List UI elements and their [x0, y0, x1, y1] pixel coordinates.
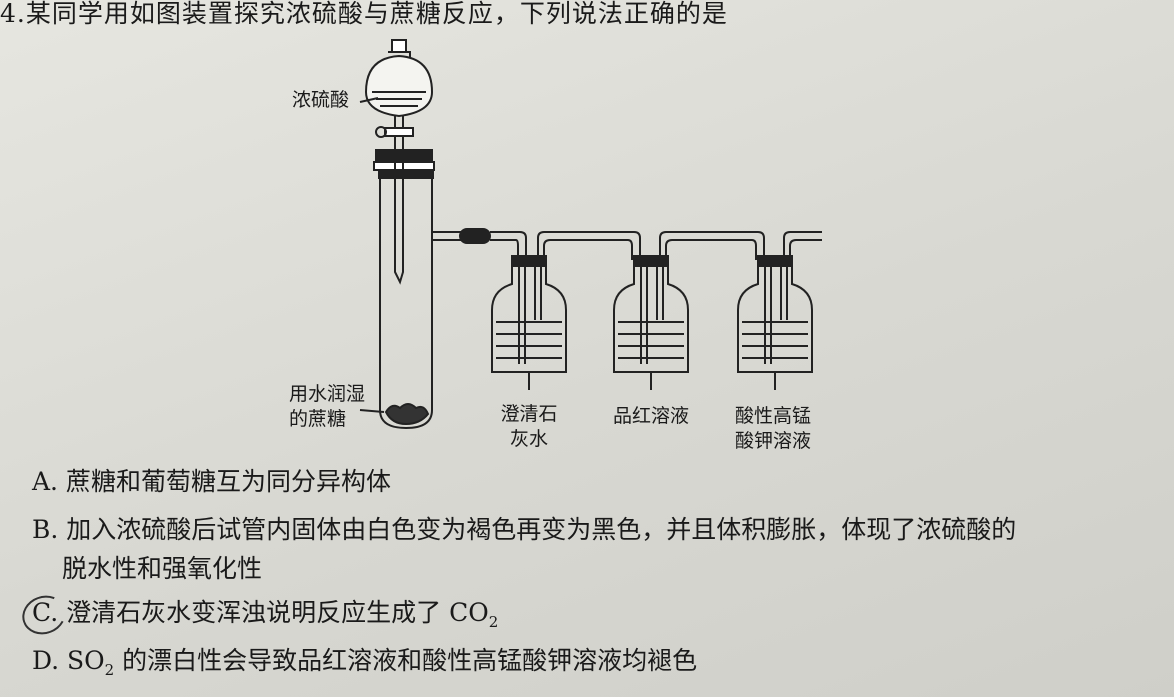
bottle-magenta — [613, 255, 689, 390]
label-permanganate-line1: 酸性高锰 — [734, 405, 811, 427]
option-d: D. SO2 的漂白性会导致品红溶液和酸性高锰酸钾溶液均褪色 — [32, 645, 697, 686]
option-c-subscript: 2 — [488, 613, 499, 631]
option-d-prefix: D. SO — [32, 646, 105, 675]
option-a: A. 蔗糖和葡萄糖互为同分异构体 — [32, 467, 391, 496]
label-wet-sugar-line1: 用水润湿 — [289, 383, 366, 405]
label-magenta-solution: 品红溶液 — [612, 405, 689, 427]
label-permanganate-line2: 酸钾溶液 — [734, 430, 811, 452]
option-d-text: 的漂白性会导致品红溶液和酸性高锰酸钾溶液均褪色 — [114, 646, 698, 675]
bottle-permanganate — [737, 231, 822, 390]
question-number: 4. — [0, 0, 26, 28]
label-limewater-line2: 灰水 — [509, 428, 548, 450]
option-d-subscript: 2 — [104, 661, 115, 679]
label-wet-sugar-line2: 的蔗糖 — [289, 408, 347, 430]
bottle-limewater — [491, 255, 567, 390]
label-concentrated-acid: 浓硫酸 — [292, 89, 350, 111]
option-c-text: C. 澄清石灰水变浑浊说明反应生成了 CO — [32, 598, 489, 627]
rubber-connector — [459, 228, 491, 244]
question-text: 某同学用如图装置探究浓硫酸与蔗糖反应，下列说法正确的是 — [25, 0, 728, 28]
option-b-line2: 脱水性和强氧化性 — [62, 554, 263, 583]
option-b-line1: B. 加入浓硫酸后试管内固体由白色变为褐色再变为黑色，并且体积膨胀，体现了浓硫酸… — [32, 515, 1017, 544]
option-c: C. 澄清石灰水变浑浊说明反应生成了 CO2 — [32, 597, 498, 638]
label-limewater-line1: 澄清石 — [500, 403, 558, 425]
rubber-stopper — [375, 149, 433, 163]
question-stem: 4.某同学用如图装置探究浓硫酸与蔗糖反应，下列说法正确的是 — [0, 0, 728, 30]
test-tube — [359, 162, 462, 430]
separatory-funnel — [359, 39, 434, 150]
